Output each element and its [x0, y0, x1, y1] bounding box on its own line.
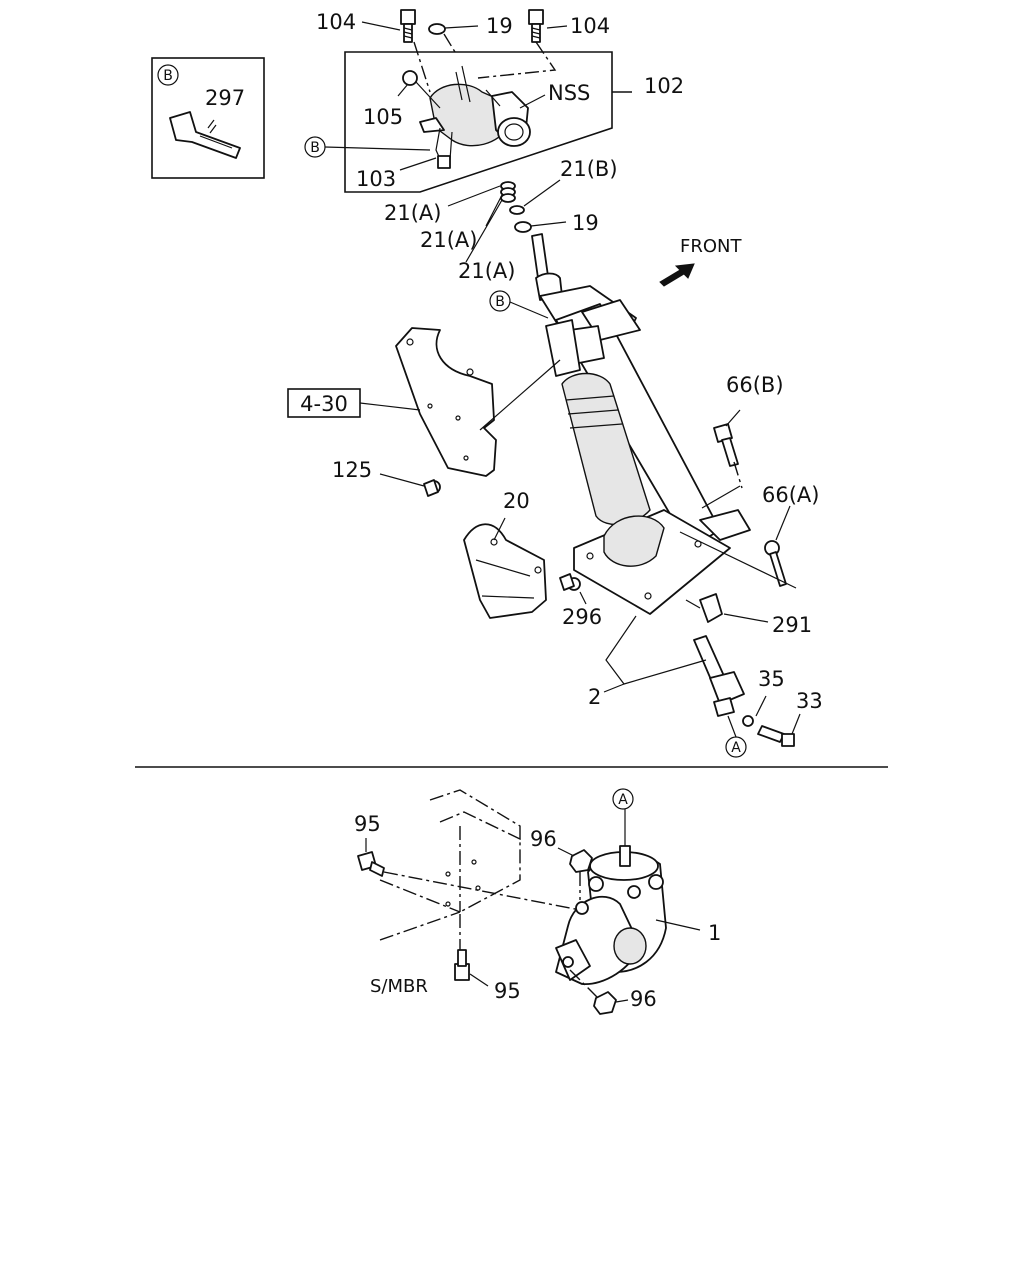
inset-ref-circle: B: [163, 68, 173, 84]
label-2: 2: [588, 685, 601, 709]
label-21b: 21(B): [560, 157, 618, 181]
cover-4-30: [395, 327, 561, 477]
bolt-95-bottom: [454, 949, 470, 981]
frame-side-member: [379, 789, 523, 941]
label-95-top: 95: [354, 812, 381, 836]
front-arrow-icon: [659, 263, 695, 287]
label-35: 35: [758, 667, 785, 691]
label-4-30: 4-30: [300, 392, 348, 416]
label-21a-2: 21(A): [420, 228, 477, 252]
front-label: FRONT: [680, 236, 742, 257]
washers-21: [500, 181, 532, 233]
nut-96-bottom: [593, 991, 617, 1015]
screw-66a: [764, 540, 787, 587]
bolt-104-left: [400, 9, 416, 43]
bolt-66b: [713, 423, 739, 467]
inset-box-297: B 297: [151, 57, 265, 179]
label-20: 20: [503, 489, 530, 513]
cable-tie-297: [169, 111, 241, 159]
label-33: 33: [796, 689, 823, 713]
label-21a-3: 21(A): [458, 259, 515, 283]
bolt-33: [757, 725, 795, 747]
label-297: 297: [205, 86, 245, 110]
label-66a: 66(A): [762, 483, 819, 507]
callout-a-bottom: A: [731, 740, 741, 756]
washer-19-top: [428, 23, 446, 35]
label-296: 296: [562, 605, 602, 629]
callout-b-column: B: [495, 294, 505, 310]
callout-a-top: A: [618, 792, 628, 808]
nut-35: [742, 715, 754, 727]
callout-b-left: B: [310, 140, 320, 156]
label-21a-1: 21(A): [384, 201, 441, 225]
steering-gear-box-1: [555, 845, 667, 985]
label-291: 291: [772, 613, 812, 637]
label-125: 125: [332, 458, 372, 482]
screw-105: [397, 70, 441, 109]
label-66b: 66(B): [726, 373, 784, 397]
clip-125: [423, 479, 441, 497]
label-96-bottom: 96: [630, 987, 657, 1011]
label-95-bottom: 95: [494, 979, 521, 1003]
label-104-right: 104: [570, 14, 610, 38]
switch-assembly-102: [344, 51, 632, 193]
label-104-left: 104: [316, 10, 356, 34]
bolt-104-right: [528, 9, 544, 43]
cover-20: [463, 523, 547, 619]
label-19-top: 19: [486, 14, 513, 38]
label-1: 1: [708, 921, 721, 945]
clip-291: [699, 593, 723, 623]
label-nss: NSS: [548, 81, 590, 105]
label-103: 103: [356, 167, 396, 191]
label-96-top: 96: [530, 827, 557, 851]
nut-96-top: [569, 849, 593, 873]
clip-296: [559, 573, 581, 591]
label-102: 102: [644, 74, 684, 98]
bolt-95-top: [357, 851, 385, 877]
label-smbr: S/MBR: [370, 976, 428, 997]
label-105: 105: [363, 105, 403, 129]
label-19-mid: 19: [572, 211, 599, 235]
steering-column: [531, 233, 751, 717]
